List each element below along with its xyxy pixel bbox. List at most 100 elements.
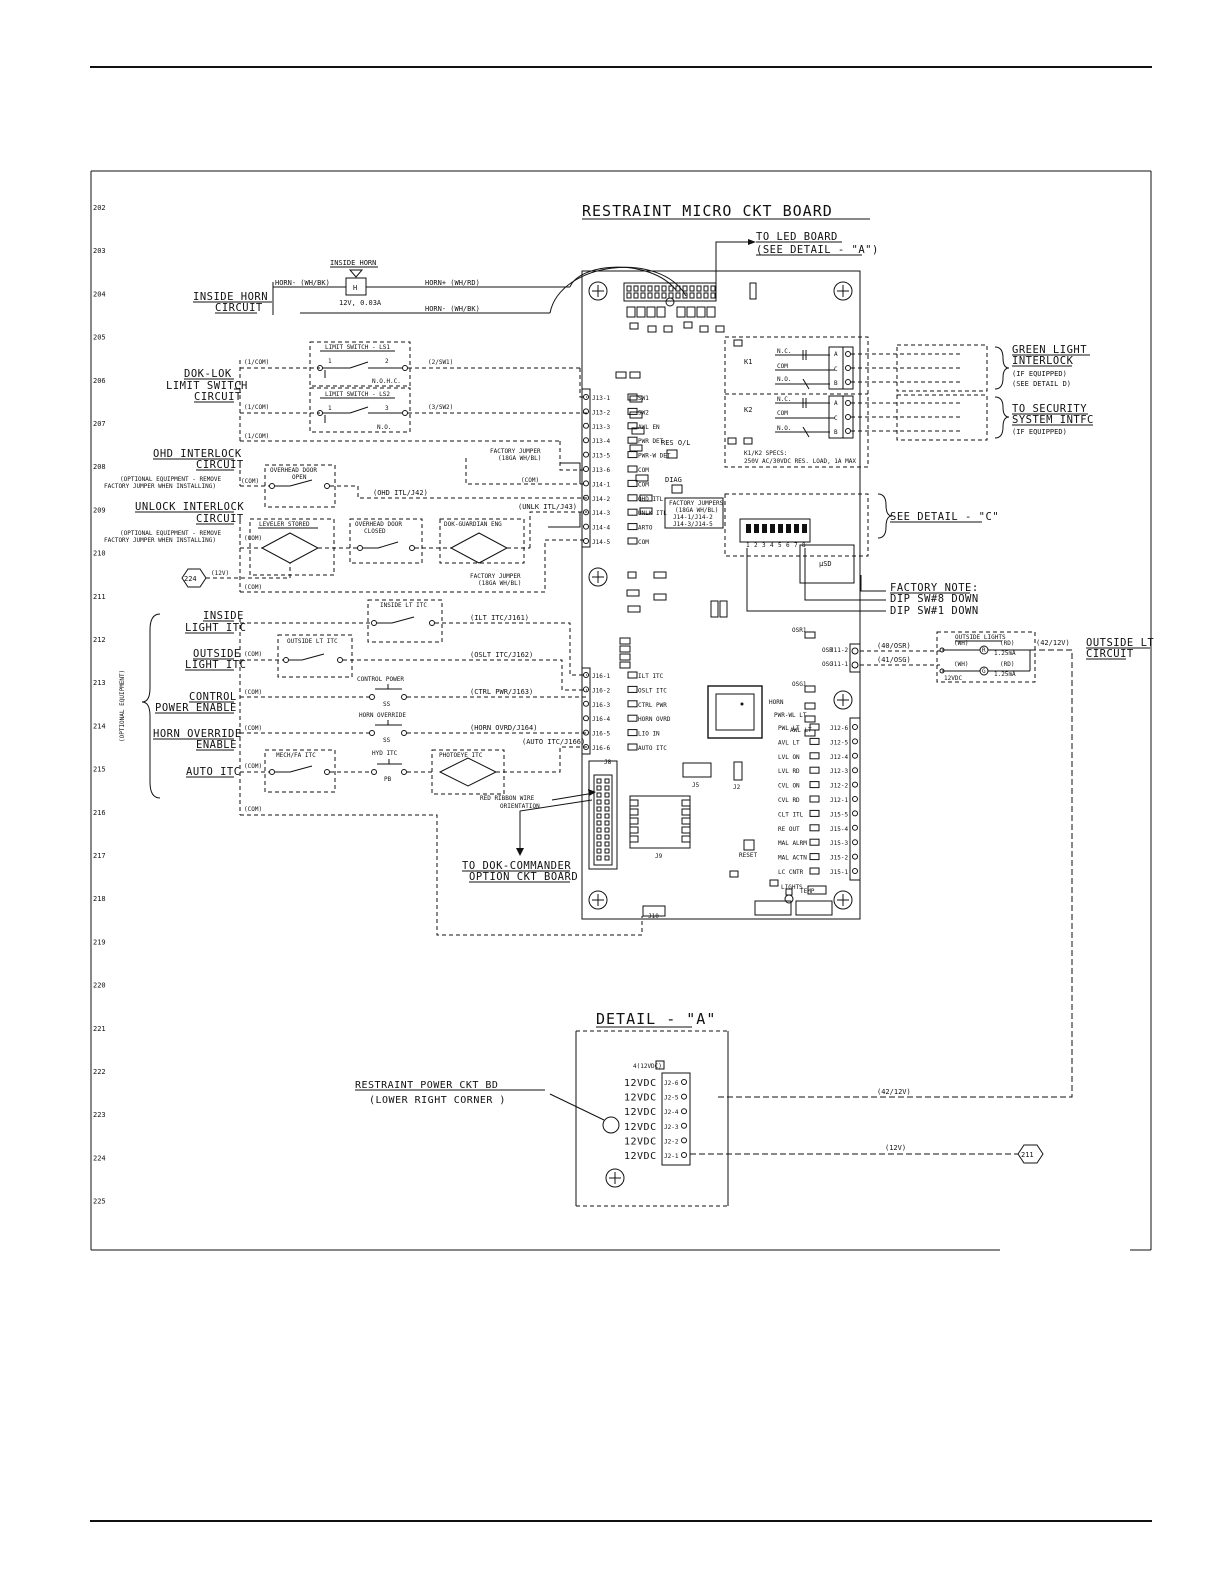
dip-number: 3 [762,542,766,549]
terminal-pin: J16-3 [592,702,610,709]
row-number: 222 [93,1068,106,1076]
svg-text:(18GA WH/BL): (18GA WH/BL) [498,455,541,462]
svg-text:(3/SW2): (3/SW2) [428,404,453,411]
svg-text:N.O.: N.O. [377,424,391,431]
terminal-name: AWL EN [638,424,660,431]
svg-text:DOK-GUARDIAN ENG: DOK-GUARDIAN ENG [444,521,502,528]
row-number: 202 [93,204,106,212]
factory-note: FACTORY NOTE: DIP SW#8 DOWN DIP SW#1 DOW… [746,548,979,617]
row-number: 214 [93,722,106,730]
svg-text:1: 1 [328,405,332,412]
svg-text:LIGHT ITC: LIGHT ITC [185,659,246,671]
svg-text:LIGHT ITC: LIGHT ITC [185,622,246,634]
board-title: RESTRAINT MICRO CKT BOARD [582,202,833,220]
svg-text:OSG: OSG [822,661,833,668]
svg-text:1.25mA: 1.25mA [994,671,1016,678]
svg-text:3: 3 [385,405,389,412]
svg-text:(IF EQUIPPED): (IF EQUIPPED) [1012,428,1067,436]
svg-text:DOK-LOK: DOK-LOK [184,368,232,380]
svg-text:(CTRL PWR/J163): (CTRL PWR/J163) [470,688,533,696]
ohd-interlock-circuit: OHD INTERLOCK CIRCUIT (OPTIONAL EQUIPMEN… [104,448,587,508]
outside-light-itc-circuit: OUTSIDE LIGHT ITC OUTSIDE LT ITC (OSLT I… [185,634,587,691]
svg-text:INTERLOCK: INTERLOCK [1012,355,1074,367]
detail-a-voltage: 12VDC [624,1093,657,1104]
optional-equipment-bracket: (OPTIONAL EQUIPMENT) [119,613,161,799]
svg-text:RESET: RESET [739,852,757,859]
terminal-name: PWL LT [778,725,800,732]
detail-a-pin: J2-4 [664,1109,679,1116]
terminal-pin: J15-1 [830,869,848,876]
svg-text:FACTORY NOTE:: FACTORY NOTE: [890,582,979,594]
svg-text:(UNLK ITL/J43): (UNLK ITL/J43) [518,503,577,511]
dip-number: 7 [794,542,798,549]
svg-text:J9: J9 [655,853,663,860]
svg-text:R: R [982,647,986,654]
terminal-pin: J13-4 [592,438,610,445]
svg-text:12VDC: 12VDC [944,675,962,682]
relay-area: K1 K2 N.C. COM N.O. N.C. COM N.O. A C B … [724,336,988,468]
svg-text:TEMP: TEMP [800,888,815,895]
row-number: 219 [93,938,106,946]
svg-text:(RD): (RD) [1000,640,1014,647]
svg-text:C: C [834,366,838,373]
board-silkscreen: HORN PWR-WL LT AWL LT LIGHTS RESET J8 J9… [604,627,815,920]
terminal-pin: J14-1 [592,481,610,488]
outside-lights: OUTSIDE LIGHTS (WH) (RD) (WH) (RD) R G 1… [715,631,1154,1098]
svg-text:RESTRAINT POWER CKT BD: RESTRAINT POWER CKT BD [355,1080,498,1091]
svg-text:CIRCUIT: CIRCUIT [196,459,244,471]
svg-text:(AUTO ITC/J166): (AUTO ITC/J166) [522,738,585,746]
svg-text:INSIDE HORN: INSIDE HORN [193,291,268,303]
svg-text:OUTSIDE: OUTSIDE [193,648,241,660]
factory-jumpers-note: FACTORY JUMPERS (18GA WH/BL) J14-1/J14-2… [664,497,724,529]
svg-text:J10: J10 [648,913,659,920]
svg-text:12V, 0.03A: 12V, 0.03A [339,299,382,307]
svg-text:HORN: HORN [769,699,784,706]
svg-text:AUTO ITC: AUTO ITC [186,766,241,778]
terminal-name: CLT ITL [778,811,804,818]
row-number: 225 [93,1198,106,1206]
svg-text:LIMIT SWITCH: LIMIT SWITCH [166,380,248,392]
svg-text:(18GA WH/BL): (18GA WH/BL) [478,580,521,587]
led-board-callout: TO LED BOARD (SEE DETAIL - "A") [715,231,878,284]
svg-text:AWL LT: AWL LT [790,727,812,734]
terminal-pin: J14-4 [592,525,610,532]
svg-text:250V AC/30VDC RES. LOAD, 1A MA: 250V AC/30VDC RES. LOAD, 1A MAX [744,458,856,465]
green-light-interlock-label: GREEN LIGHT INTERLOCK (IF EQUIPPED) (SEE… [994,344,1090,390]
svg-text:HORN- (WH/BK): HORN- (WH/BK) [425,305,480,313]
svg-text:J11-2: J11-2 [830,647,848,654]
svg-text:OSR1: OSR1 [792,627,807,634]
svg-text:(42/12V): (42/12V) [877,1088,911,1096]
terminal-pin: J13-5 [592,453,610,460]
row-number: 223 [93,1111,106,1119]
svg-text:211: 211 [1021,1151,1034,1159]
svg-text:FACTORY JUMPERS: FACTORY JUMPERS [669,500,724,507]
svg-text:ORIENTATION: ORIENTATION [500,803,540,810]
detail-a-voltage: 12VDC [624,1136,657,1147]
svg-text:K2: K2 [744,406,752,414]
svg-text:PHOTOEYE ITC: PHOTOEYE ITC [439,752,483,759]
row-number: 216 [93,809,106,817]
detail-a-voltage: 12VDC [624,1122,657,1133]
svg-text:(12V): (12V) [885,1144,906,1152]
terminal-pin: J14-2 [592,496,610,503]
svg-text:(IF EQUIPPED): (IF EQUIPPED) [1012,370,1067,378]
terminal-name: SW1 [638,395,649,402]
svg-text:FACTORY JUMPER: FACTORY JUMPER [470,573,521,580]
svg-text:DIP SW#8 DOWN: DIP SW#8 DOWN [890,593,979,605]
mounting-hole [833,281,853,301]
svg-text:(2/SW1): (2/SW1) [428,359,453,366]
svg-text:RED RIBBON WIRE: RED RIBBON WIRE [480,795,535,802]
dok-lok-circuit: DOK-LOK LIMIT SWITCH CIRCUIT LIMIT SWITC… [166,341,587,471]
svg-text:COM: COM [777,410,788,417]
terminal-pin: J13-2 [592,409,610,416]
terminal-name: CVL RD [778,797,800,804]
terminal-pin: J16-6 [592,745,610,752]
svg-text:(OSLT ITC/J162): (OSLT ITC/J162) [470,651,533,659]
svg-text:G: G [982,668,986,675]
terminal-pin: J13-3 [592,424,610,431]
dip-number: 2 [754,542,758,549]
svg-text:1.25mA: 1.25mA [994,650,1016,657]
detail-a-voltage: 12VDC [624,1078,657,1089]
row-number: 207 [93,420,106,428]
svg-text:CIRCUIT: CIRCUIT [194,391,242,403]
